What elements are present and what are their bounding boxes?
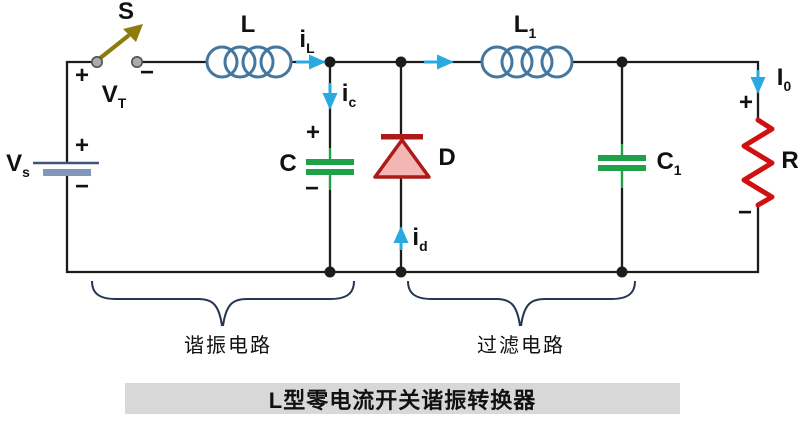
- inductor-L1: [480, 45, 574, 79]
- coil-loop: [480, 45, 514, 79]
- coil-loop: [223, 45, 257, 79]
- section-braces: [91, 280, 636, 327]
- capacitor-C: [306, 148, 354, 190]
- label-inductor-L1: L1: [513, 11, 537, 41]
- capacitor-plate: [306, 159, 354, 165]
- label-inductor-L: L: [240, 11, 256, 38]
- diagram-title-box: L型零电流开关谐振转换器: [125, 383, 680, 414]
- current-arrow-I0-icon: [750, 77, 766, 94]
- inductor-L: [205, 45, 293, 79]
- diode-triangle: [373, 138, 431, 179]
- label-diode-D: D: [438, 144, 456, 171]
- battery-plus-sign: +: [74, 132, 90, 159]
- capacitor-C1: [598, 144, 646, 188]
- current-arrow-mid-icon: [437, 54, 454, 70]
- coil-loop: [500, 45, 534, 79]
- coil-loop: [520, 45, 554, 79]
- coil-loop: [241, 45, 275, 79]
- load-plus-sign: +: [738, 89, 754, 116]
- resonant-circuit-label: 谐振电路: [184, 335, 272, 357]
- capacitor-plate: [598, 165, 646, 171]
- junction-node: [324, 56, 336, 68]
- capacitor-minus-sign: −: [304, 175, 320, 202]
- label-resistor-R: R: [781, 147, 799, 174]
- coil-loop: [540, 45, 574, 79]
- wire-network: [65, 60, 760, 274]
- load-minus-sign: −: [737, 199, 753, 226]
- current-arrow-id-icon: [393, 226, 409, 243]
- battery-minus-sign: −: [74, 173, 90, 200]
- label-switch: S: [117, 0, 135, 25]
- switch-plus-sign: +: [74, 62, 90, 89]
- current-arrows: [296, 54, 766, 250]
- junction-node: [395, 266, 407, 278]
- label-inductor-current: iL: [299, 26, 315, 56]
- label-capacitor-C: C: [279, 150, 297, 177]
- label-capacitor-C1: C1: [656, 148, 682, 178]
- junction-node: [395, 56, 407, 68]
- label-source-voltage: Vs: [6, 150, 30, 180]
- switch-S: [91, 24, 144, 68]
- junction-node: [616, 266, 628, 278]
- capacitor-plate: [306, 169, 354, 175]
- brace-resonant: [91, 280, 355, 327]
- label-output-current: I0: [776, 64, 792, 94]
- label-capacitor-current: ic: [341, 80, 357, 110]
- wire-path: [65, 60, 760, 274]
- capacitor-plate: [598, 155, 646, 161]
- switch-arrowhead-icon: [123, 24, 143, 42]
- resistor-zigzag: [741, 117, 775, 208]
- junction-node: [616, 56, 628, 68]
- current-arrow-ic-icon: [322, 93, 338, 110]
- switch-terminal-left: [91, 55, 104, 68]
- battery-source: [33, 161, 99, 176]
- junction-nodes: [324, 56, 628, 278]
- coil-loop: [205, 45, 239, 79]
- current-arrow-iL-icon: [309, 54, 326, 70]
- switch-minus-sign: −: [139, 59, 155, 86]
- resistor-R: [741, 117, 775, 208]
- switch-terminal-right: [131, 55, 144, 68]
- capacitor-plus-sign: +: [305, 119, 321, 146]
- junction-node: [324, 266, 336, 278]
- switch-arm: [96, 33, 131, 62]
- diode-cathode-bar: [381, 134, 423, 140]
- diode-D: [373, 134, 431, 179]
- battery-short-plate: [43, 169, 91, 176]
- diagram-title: L型零电流开关谐振转换器: [268, 387, 537, 413]
- coil-loop: [259, 45, 293, 79]
- brace-filter: [407, 280, 636, 327]
- filter-circuit-label: 过滤电路: [477, 335, 565, 357]
- label-diode-current: id: [412, 224, 428, 254]
- label-switch-voltage: VT: [101, 81, 127, 111]
